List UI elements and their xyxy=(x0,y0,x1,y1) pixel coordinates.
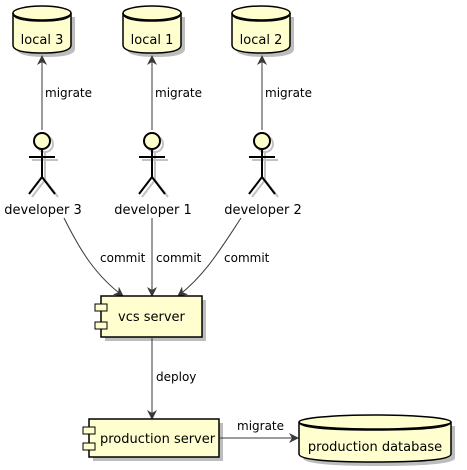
edge-developer1-local1: migrate xyxy=(147,55,202,130)
edge-label: migrate xyxy=(155,86,202,100)
database-label: local 1 xyxy=(131,33,174,48)
database-production-database[interactable]: production database xyxy=(298,414,455,466)
edge-developer2-vcs-server: commit xyxy=(177,217,270,297)
database-label: local 3 xyxy=(21,33,64,48)
actor-label: developer 2 xyxy=(224,203,302,218)
edge-label: commit xyxy=(224,251,270,265)
component-vcs-server[interactable]: vcs server xyxy=(94,295,206,341)
edge-production-server-production-database: migrate xyxy=(219,419,299,443)
component-label: vcs server xyxy=(118,310,186,325)
actor-label: developer 3 xyxy=(4,203,82,218)
actor-label: developer 1 xyxy=(114,203,192,218)
actor-developer-2[interactable]: developer 2 xyxy=(224,132,302,218)
database-local-3[interactable]: local 3 xyxy=(12,5,75,57)
actor-developer-3[interactable]: developer 3 xyxy=(4,132,82,218)
database-label: local 2 xyxy=(240,33,283,48)
actor-developer-1[interactable]: developer 1 xyxy=(114,132,192,218)
edge-developer2-local2: migrate xyxy=(257,55,312,130)
edge-label: migrate xyxy=(237,419,284,433)
edge-developer3-local3: migrate xyxy=(37,55,92,130)
edge-developer3-vcs-server: commit xyxy=(63,217,146,297)
edge-label: migrate xyxy=(45,86,92,100)
component-label: production server xyxy=(100,432,216,447)
edge-label: commit xyxy=(100,251,146,265)
database-local-1[interactable]: local 1 xyxy=(122,5,185,57)
edge-label: migrate xyxy=(265,86,312,100)
database-local-2[interactable]: local 2 xyxy=(231,5,294,57)
component-production-server[interactable]: production server xyxy=(82,418,223,461)
database-label: production database xyxy=(308,440,442,455)
edge-label: deploy xyxy=(156,370,196,384)
edge-label: commit xyxy=(156,251,202,265)
edge-vcs-server-production-server: deploy xyxy=(147,337,196,420)
edge-developer1-vcs-server: commit xyxy=(147,218,202,297)
